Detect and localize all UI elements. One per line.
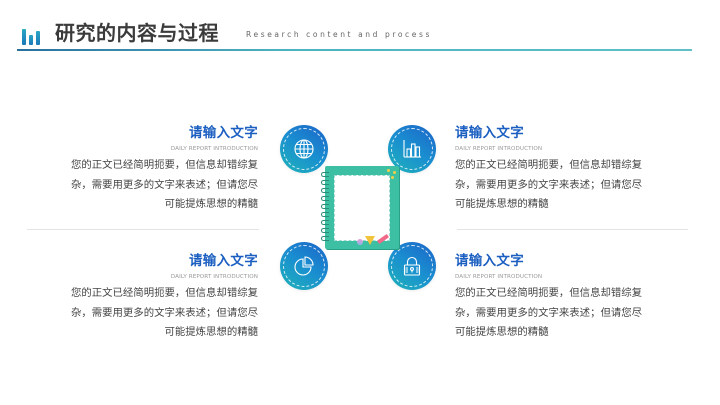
block-title: 请输入文字 [189,125,258,141]
ball-sticker [357,239,363,245]
content-block-top-right: 请输入文字 DAILY REPORT INTRODUCTION 您的正文已经简明… [455,124,695,215]
page-subtitle: Research content and process [246,30,432,39]
divider-right [457,229,688,230]
bar-chart-icon [403,140,421,158]
bar-chart-icon [21,27,41,45]
lock-icon-circle [388,242,436,290]
ruler-sticker [365,236,375,245]
pie-chart-icon [294,256,314,276]
block-subtitle: DAILY REPORT INTRODUCTION [170,146,258,152]
block-body: 您的正文已经简明扼要，但信息却错综复 杂，需要用更多的文字来表述；但请您尽 可能… [70,159,258,211]
content-block-bottom-right: 请输入文字 DAILY REPORT INTRODUCTION 您的正文已经简明… [455,252,695,343]
content-block-bottom-left: 请输入文字 DAILY REPORT INTRODUCTION 您的正文已经简明… [18,252,258,343]
block-body: 您的正文已经简明扼要，但信息却错综复 杂，需要用更多的文字来表述；但请您尽 可能… [455,287,643,339]
lock-icon [403,256,421,276]
block-title: 请输入文字 [455,253,524,269]
block-subtitle: DAILY REPORT INTRODUCTION [455,146,543,152]
block-body: 您的正文已经简明扼要，但信息却错综复 杂，需要用更多的文字来表述；但请您尽 可能… [455,159,643,211]
bar-chart-icon-circle [388,125,436,173]
divider-left [27,229,259,230]
pie-chart-icon-circle [280,242,328,290]
notebook-frame-icon [321,166,399,249]
block-body: 您的正文已经简明扼要，但信息却错综复 杂，需要用更多的文字来表述；但请您尽 可能… [70,287,258,339]
page-title: 研究的内容与过程 [55,21,219,45]
block-subtitle: DAILY REPORT INTRODUCTION [170,274,258,280]
header-divider [17,49,692,51]
globe-icon-circle [280,125,328,173]
notebook-page [334,175,390,241]
block-title: 请输入文字 [455,125,524,141]
block-subtitle: DAILY REPORT INTRODUCTION [455,274,543,280]
globe-icon [294,139,314,159]
content-block-top-left: 请输入文字 DAILY REPORT INTRODUCTION 您的正文已经简明… [18,124,258,215]
block-title: 请输入文字 [189,253,258,269]
